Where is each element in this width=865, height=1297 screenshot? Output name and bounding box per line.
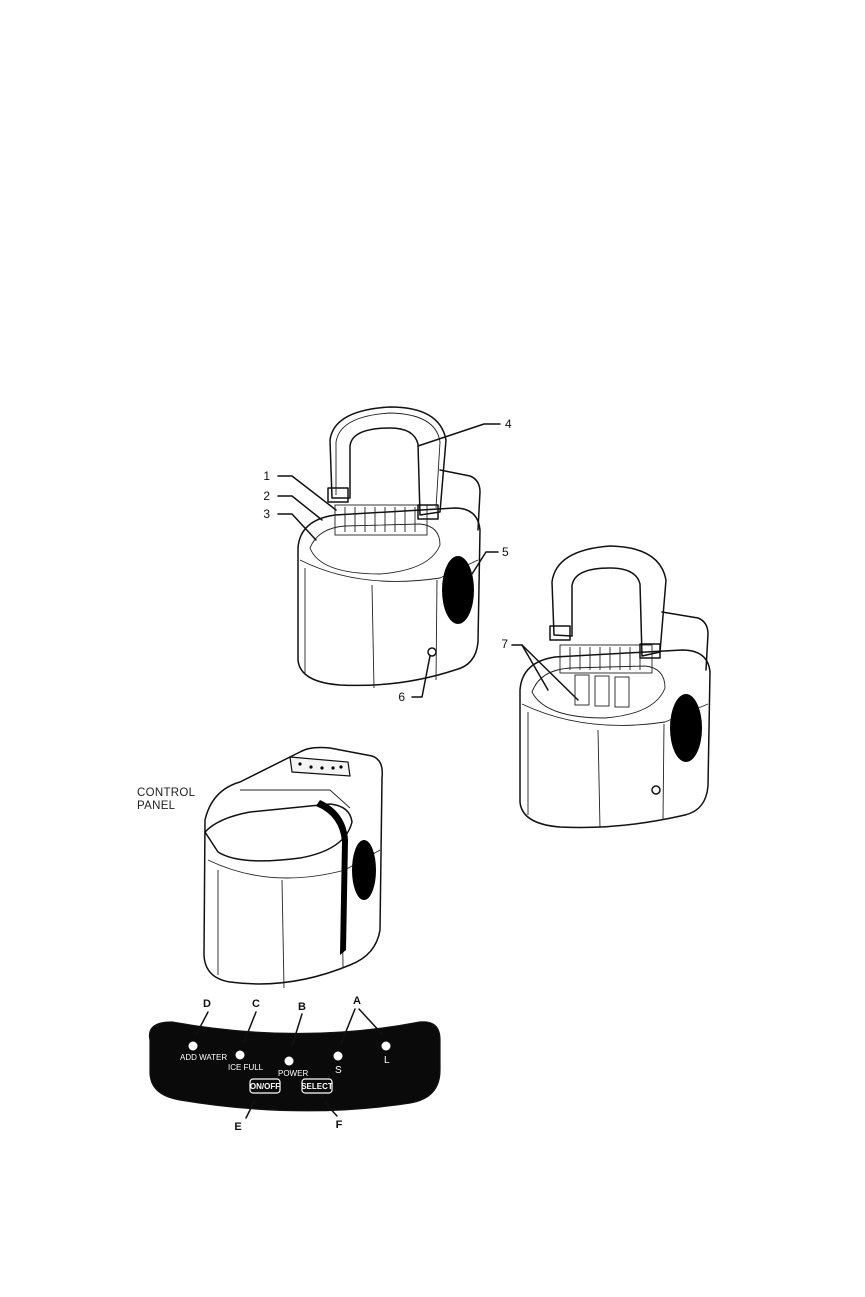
letter-f: F [336,1119,343,1131]
machine1-panel-line3 [436,580,437,680]
on-off-button[interactable]: ON/OFF [250,1079,280,1093]
machine2-vent [670,694,702,762]
add-water-indicator [189,1042,198,1051]
machine3-vent [352,840,376,900]
callout-3: 3 [263,507,270,521]
add-water-label: ADD WATER [180,1053,227,1062]
ice-full-indicator [236,1051,245,1060]
machine3-seam [240,790,350,808]
machine1-vent [442,556,474,624]
machine2-ice-tray [560,645,652,673]
callout-4: 4 [505,417,512,431]
callout-5: 5 [502,545,509,559]
letter-a: A [353,995,361,1007]
ice-full-label: ICE FULL [228,1063,264,1072]
power-label: POWER [278,1069,308,1078]
large-size-label: L [384,1055,390,1066]
machine1-back-rim [440,470,480,530]
leader-4 [418,424,500,446]
machine3-panel-line2 [282,880,284,988]
callout-1: 1 [263,469,270,483]
machine1-panel-line2 [372,585,374,688]
small-size-label: S [335,1065,342,1076]
leader-5 [472,552,498,574]
leader-7a [512,645,578,700]
callout-2: 2 [263,489,270,503]
select-button[interactable]: SELECT [301,1079,333,1093]
select-button-label: SELECT [301,1082,333,1091]
machine3-side-stripe [316,800,348,955]
control-panel-label-line2: PANEL [137,800,176,812]
machine2-back-rim [662,612,708,670]
letter-b: B [298,1001,306,1013]
leader-6 [412,656,430,697]
machine2-panel-line3 [663,724,664,820]
on-off-button-label: ON/OFF [250,1082,280,1091]
ice-maker-basket-view: 7 [501,546,710,828]
control-panel-label-line1: CONTROL [137,787,196,799]
machine1-lid-inner [336,413,440,508]
machine2-panel-line2 [598,730,600,828]
machine1-drain-plug [428,648,436,656]
callout-7: 7 [501,637,508,651]
leader-3 [278,514,316,540]
letter-c: C [252,998,260,1010]
letter-e: E [234,1121,241,1133]
callout-6: 6 [398,690,405,704]
letter-d: D [203,998,211,1010]
ice-maker-closed-view: CONTROL PANEL [137,748,382,989]
ice-maker-open-lid-view: 1 2 3 4 5 6 [263,407,512,704]
power-indicator [285,1057,294,1066]
machine1-ice-tray [335,505,427,535]
small-size-indicator [334,1052,343,1061]
leader-2 [278,496,322,520]
machine2-drain-plug [652,786,660,794]
large-size-indicator [382,1042,391,1051]
machine2-basket [575,675,629,707]
control-panel-detail: ADD WATER ICE FULL POWER S L ON/OFF SELE… [149,995,440,1133]
